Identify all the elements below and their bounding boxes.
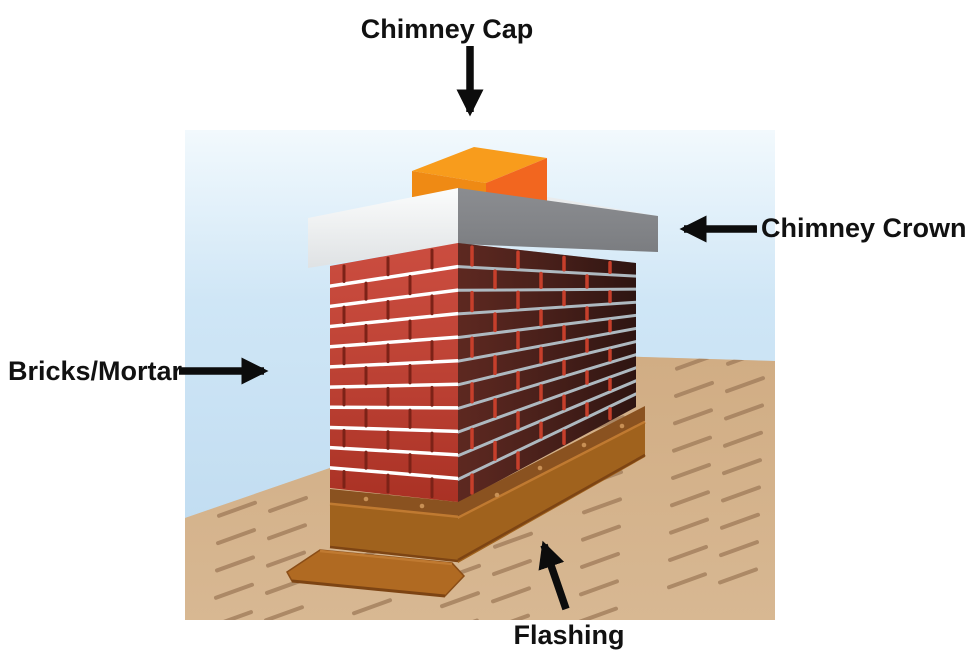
- callout-labels: Chimney Cap Chimney Crown Bricks/Mortar …: [8, 14, 967, 650]
- flashing-left-upper: [330, 489, 458, 516]
- bricks-left-shade: [330, 243, 458, 502]
- label-flashing: Flashing: [513, 620, 624, 650]
- flashing-right-ridge: [457, 420, 646, 520]
- flashing-right-lower: [458, 423, 645, 563]
- bricks-left-mortar: [330, 248, 458, 499]
- label-chimney-crown: Chimney Crown: [761, 213, 967, 243]
- flashing-left-ridge: [329, 502, 459, 519]
- flashing-right-upper: [458, 406, 645, 517]
- flashing-left-lower: [330, 505, 458, 562]
- bricks-right-mortar: [458, 245, 636, 495]
- crown-left-face: [308, 188, 458, 268]
- label-chimney-cap: Chimney Cap: [361, 14, 534, 44]
- crown-right-shade: [458, 188, 658, 252]
- flashing-left-bottom-edge: [329, 545, 459, 563]
- flashing-arrow: [538, 540, 570, 611]
- label-bricks-mortar: Bricks/Mortar: [8, 356, 183, 386]
- flashing-apron-edge: [291, 579, 446, 598]
- flashing-apron-highlight: [319, 549, 453, 566]
- cap-top-face: [412, 147, 547, 183]
- chimney-crown: [308, 188, 658, 268]
- callout-arrows: [179, 46, 757, 611]
- bricks-right-face: [458, 243, 636, 503]
- bricks-left-face: [330, 243, 458, 502]
- flashing-right-bottom-edge: [457, 453, 646, 562]
- flashing-rivets: [363, 423, 625, 509]
- flashing: [286, 406, 646, 598]
